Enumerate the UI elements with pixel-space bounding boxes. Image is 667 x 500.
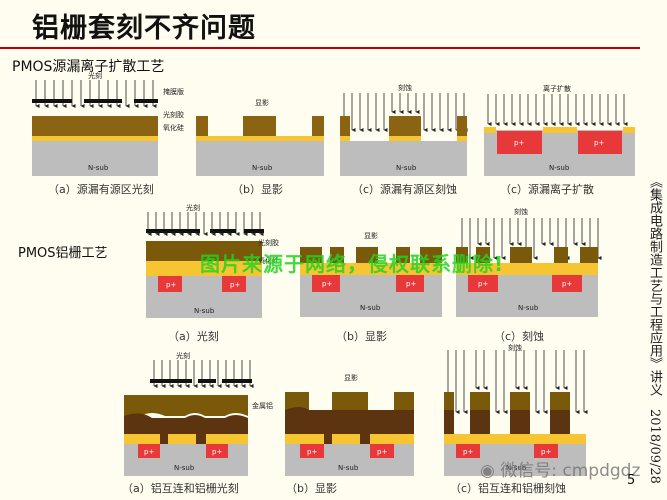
diagram-r3-b: p+ p+ 显影 N-sub (285, 373, 414, 476)
svg-text:N-sub: N-sub (338, 464, 359, 472)
label-nsub: N-sub (88, 164, 109, 172)
diagram-r2-b: p+ p+ 显影 N-sub (300, 231, 442, 317)
diagram-r1-a: 光刻 掩膜版 光刻胶 氧化硅 N-sub (32, 71, 184, 176)
svg-text:p+: p+ (594, 139, 604, 147)
svg-text:p+: p+ (478, 280, 488, 288)
caption-r1-b: （b）显影 (232, 183, 283, 196)
svg-text:光刻胶: 光刻胶 (258, 238, 279, 247)
section-heading-pmos-diffusion: PMOS源漏离子扩散工艺 (12, 59, 165, 75)
caption-r3-a: （a）铝互连和铝栅光刻 (122, 482, 239, 495)
svg-text:p+: p+ (212, 448, 222, 456)
diagram-r3-c: p+ p+ 刻蚀 N-sub (444, 343, 588, 476)
label-metal-al: 金属铝 (252, 401, 273, 410)
label-photoresist: 光刻胶 (163, 110, 184, 119)
caption-r1-d: （c）源漏离子扩散 (500, 183, 595, 196)
side-lecture-note: 《集成电路制造工艺与工程应用》讲义 2018/09/28 (647, 175, 662, 484)
slide-title: 铝栅套刻不齐问题 (32, 13, 256, 44)
svg-text:光刻: 光刻 (186, 203, 200, 212)
svg-text:氧化硅: 氧化硅 (258, 256, 279, 265)
diagram-r1-b: 显影 N-sub (196, 98, 324, 176)
label-develop: 显影 (255, 98, 269, 107)
caption-r1-a: （a）源漏有源区光刻 (48, 183, 154, 196)
caption-r3-b: （b）显影 (286, 482, 337, 495)
diagram-r1-d: p+ p+ 离子扩散 N-sub (484, 84, 635, 176)
svg-text:p+: p+ (541, 448, 551, 456)
section-heading-pmos-al-gate: PMOS铝栅工艺 (18, 246, 108, 261)
svg-text:N-sub: N-sub (549, 164, 570, 172)
svg-text:N-sub: N-sub (174, 464, 195, 472)
svg-text:刻蚀: 刻蚀 (508, 343, 522, 352)
caption-r2-c: （c）刻蚀 (494, 330, 545, 343)
caption-r3-c: （c）铝互连和铝栅刻蚀 (450, 482, 567, 495)
svg-text:光刻: 光刻 (176, 351, 190, 360)
svg-text:N-sub: N-sub (506, 464, 527, 472)
page-number: 5 (627, 473, 636, 488)
svg-text:p+: p+ (463, 448, 473, 456)
label-ion-diffusion: 离子扩散 (543, 84, 571, 93)
diagram-r1-c: 刻蚀 N-sub (340, 83, 468, 176)
svg-text:p+: p+ (322, 280, 332, 288)
label-mask: 掩膜版 (163, 87, 184, 96)
wechat-watermark: ◉ 微信号: cmpdgdz (480, 456, 640, 481)
diagram-r2-c: p+ p+ 刻蚀 N-sub (456, 207, 602, 317)
svg-text:显影: 显影 (364, 231, 378, 240)
svg-text:N-sub: N-sub (252, 164, 273, 172)
label-pplus: p+ (514, 139, 524, 147)
label-oxide: 氧化硅 (163, 123, 184, 132)
svg-text:刻蚀: 刻蚀 (514, 207, 528, 216)
caption-r1-c: （c）源漏有源区刻蚀 (352, 183, 458, 196)
svg-text:显影: 显影 (344, 373, 358, 382)
svg-text:p+: p+ (406, 280, 416, 288)
svg-text:p+: p+ (307, 448, 317, 456)
svg-text:p+: p+ (377, 448, 387, 456)
svg-text:N-sub: N-sub (360, 304, 381, 312)
svg-text:p+: p+ (166, 281, 176, 289)
watermark-text: 图片来源于网络，侵权联系删除! (200, 252, 505, 276)
wechat-icon: ◉ (480, 461, 495, 481)
svg-text:p+: p+ (230, 281, 240, 289)
svg-text:p+: p+ (144, 448, 154, 456)
svg-text:p+: p+ (562, 280, 572, 288)
svg-text:N-sub: N-sub (396, 164, 417, 172)
label-etch: 刻蚀 (398, 83, 412, 92)
svg-text:N-sub: N-sub (194, 307, 215, 315)
title-divider (0, 47, 640, 49)
diagram-r2-a: p+ p+ 光刻 光刻胶 氧化硅 N-sub (146, 203, 279, 318)
caption-r2-a: （a）光刻 (168, 330, 219, 343)
svg-text:N-sub: N-sub (518, 304, 539, 312)
diagram-r3-a: p+ p+ 光刻 金属铝 N-sub (124, 351, 273, 476)
wechat-id: 微信号: cmpdgdz (500, 461, 641, 481)
label-photolith: 光刻 (88, 71, 102, 80)
caption-r2-b: （b）显影 (336, 330, 387, 343)
